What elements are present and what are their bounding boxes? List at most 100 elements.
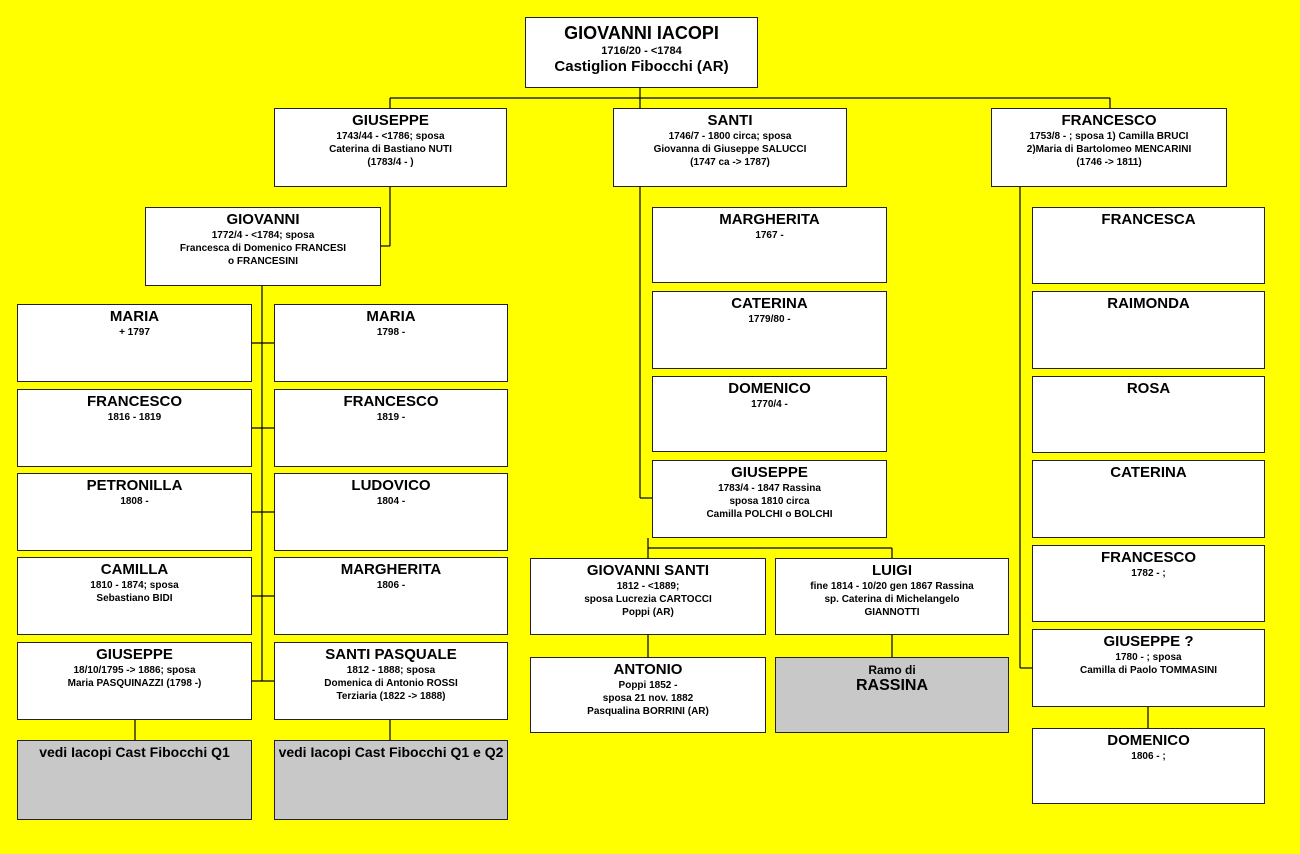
santi-name: SANTI bbox=[707, 112, 753, 129]
santi-line-2: Giovanna di Giuseppe SALUCCI bbox=[653, 144, 807, 155]
giovanni-line-1: 1772/4 - <1784; sposa bbox=[211, 230, 315, 241]
giovanni-santi-line-2: sposa Lucrezia CARTOCCI bbox=[584, 594, 712, 605]
ramo-line-2: RASSINA bbox=[855, 677, 928, 694]
giuseppe-line-1: 1743/44 - <1786; sposa bbox=[336, 131, 445, 142]
box-giuseppe-2: GIUSEPPE 1783/4 - 1847 Rassina sposa 181… bbox=[652, 460, 887, 538]
petronilla-name: PETRONILLA bbox=[86, 477, 183, 494]
antonio-line-1: Poppi 1852 - bbox=[618, 680, 678, 691]
root-dates: 1716/20 - <1784 bbox=[601, 45, 682, 57]
box-camilla: CAMILLA 1810 - 1874; sposa Sebastiano BI… bbox=[17, 557, 252, 635]
francesco-2-line-1: 1819 - bbox=[376, 412, 406, 423]
antonio-name: ANTONIO bbox=[613, 661, 683, 678]
luigi-line-1: fine 1814 - 10/20 gen 1867 Rassina bbox=[810, 581, 974, 592]
francesco-2-name: FRANCESCO bbox=[343, 393, 439, 410]
caterina-1-name: CATERINA bbox=[731, 295, 808, 312]
giuseppe-line-2: Caterina di Bastiano NUTI bbox=[329, 144, 452, 155]
giuseppe-3-line-2: Camilla di Paolo TOMMASINI bbox=[1079, 665, 1218, 676]
see-reference-q1-q2: vedi Iacopi Cast Fibocchi Q1 e Q2 bbox=[274, 740, 508, 820]
francesco-line-1: 1753/8 - ; sposa 1) Camilla BRUCI bbox=[1029, 131, 1189, 142]
see-reference-q1-q2-text: vedi Iacopi Cast Fibocchi Q1 e Q2 bbox=[278, 744, 504, 760]
ramo-line-1: Ramo di bbox=[868, 663, 916, 677]
margherita-2-name: MARGHERITA bbox=[719, 211, 820, 228]
box-antonio: ANTONIO Poppi 1852 - sposa 21 nov. 1882 … bbox=[530, 657, 766, 733]
giuseppe-3-line-1: 1780 - ; sposa bbox=[1115, 652, 1182, 663]
domenico-1-name: DOMENICO bbox=[728, 380, 811, 397]
giovanni-name: GIOVANNI bbox=[226, 211, 300, 228]
francesco-name: FRANCESCO bbox=[1061, 112, 1157, 129]
antonio-line-3: Pasqualina BORRINI (AR) bbox=[587, 706, 709, 717]
ludovico-name: LUDOVICO bbox=[351, 477, 431, 494]
box-margherita-2: MARGHERITA 1767 - bbox=[652, 207, 887, 283]
box-margherita-1: MARGHERITA 1806 - bbox=[274, 557, 508, 635]
giuseppe-2-line-2: sposa 1810 circa bbox=[729, 496, 810, 507]
margherita-2-line-1: 1767 - bbox=[755, 230, 784, 241]
root-name: GIOVANNI IACOPI bbox=[564, 23, 719, 43]
camilla-line-1: 1810 - 1874; sposa bbox=[90, 580, 179, 591]
santi-pasquale-line-2: Domenica di Antonio ROSSI bbox=[324, 678, 458, 689]
santi-line-1: 1746/7 - 1800 circa; sposa bbox=[668, 131, 792, 142]
maria-2-line-1: 1798 - bbox=[376, 327, 406, 338]
see-reference-q1: vedi Iacopi Cast Fibocchi Q1 bbox=[17, 740, 252, 820]
giovanni-santi-line-1: 1812 - <1889; bbox=[616, 581, 680, 592]
rosa-name: ROSA bbox=[1126, 380, 1171, 397]
ludovico-line-1: 1804 - bbox=[376, 496, 406, 507]
box-giuseppe-3: GIUSEPPE ? 1780 - ; sposa Camilla di Pao… bbox=[1032, 629, 1265, 707]
box-francesco-3: FRANCESCO 1782 - ; bbox=[1032, 545, 1265, 622]
giuseppe-1-line-1: 18/10/1795 -> 1886; sposa bbox=[73, 665, 196, 676]
giuseppe-1-name: GIUSEPPE bbox=[96, 646, 173, 663]
box-raimonda: RAIMONDA bbox=[1032, 291, 1265, 369]
caterina-1-line-1: 1779/80 - bbox=[748, 314, 791, 325]
box-domenico-1: DOMENICO 1770/4 - bbox=[652, 376, 887, 452]
santi-pasquale-line-3: Terziaria (1822 -> 1888) bbox=[336, 691, 446, 702]
box-francesco-2: FRANCESCO 1819 - bbox=[274, 389, 508, 467]
luigi-name: LUIGI bbox=[872, 562, 912, 579]
francesca-name: FRANCESCA bbox=[1101, 211, 1196, 228]
santi-pasquale-line-1: 1812 - 1888; sposa bbox=[346, 665, 436, 676]
luigi-line-2: sp. Caterina di Michelangelo bbox=[824, 594, 960, 605]
giovanni-line-2: Francesca di Domenico FRANCESI bbox=[179, 243, 347, 254]
domenico-2-name: DOMENICO bbox=[1107, 732, 1190, 749]
box-giuseppe-1: GIUSEPPE 18/10/1795 -> 1886; sposa Maria… bbox=[17, 642, 252, 720]
box-domenico-2: DOMENICO 1806 - ; bbox=[1032, 728, 1265, 804]
box-caterina-1: CATERINA 1779/80 - bbox=[652, 291, 887, 369]
box-maria-1: MARIA + 1797 bbox=[17, 304, 252, 382]
francesco-1-name: FRANCESCO bbox=[86, 393, 182, 410]
margherita-1-name: MARGHERITA bbox=[340, 561, 442, 578]
maria-2-name: MARIA bbox=[366, 308, 416, 325]
box-maria-2: MARIA 1798 - bbox=[274, 304, 508, 382]
luigi-line-3: GIANNOTTI bbox=[864, 607, 920, 618]
box-francesco: FRANCESCO 1753/8 - ; sposa 1) Camilla BR… bbox=[991, 108, 1227, 187]
box-caterina-2: CATERINA bbox=[1032, 460, 1265, 538]
box-luigi: LUIGI fine 1814 - 10/20 gen 1867 Rassina… bbox=[775, 558, 1009, 635]
box-ludovico: LUDOVICO 1804 - bbox=[274, 473, 508, 551]
antonio-line-2: sposa 21 nov. 1882 bbox=[602, 693, 694, 704]
domenico-2-line-1: 1806 - ; bbox=[1131, 751, 1166, 762]
francesco-3-name: FRANCESCO bbox=[1100, 549, 1196, 566]
francesco-line-3: (1746 -> 1811) bbox=[1076, 157, 1142, 168]
giuseppe-3-name: GIUSEPPE ? bbox=[1103, 633, 1194, 650]
caterina-2-name: CATERINA bbox=[1110, 464, 1187, 481]
raimonda-name: RAIMONDA bbox=[1107, 295, 1190, 312]
francesco-1-line-1: 1816 - 1819 bbox=[107, 412, 162, 423]
margherita-1-line-1: 1806 - bbox=[376, 580, 406, 591]
box-ramo-rassina: Ramo di RASSINA bbox=[775, 657, 1009, 733]
petronilla-line-1: 1808 - bbox=[120, 496, 149, 507]
santi-pasquale-name: SANTI PASQUALE bbox=[325, 646, 457, 663]
box-giovanni-santi: GIOVANNI SANTI 1812 - <1889; sposa Lucre… bbox=[530, 558, 766, 635]
giuseppe-1-line-2: Maria PASQUINAZZI (1798 -) bbox=[67, 678, 202, 689]
box-francesco-1: FRANCESCO 1816 - 1819 bbox=[17, 389, 252, 467]
box-giovanni-iacopi: GIOVANNI IACOPI 1716/20 - <1784 Castigli… bbox=[525, 17, 758, 88]
box-rosa: ROSA bbox=[1032, 376, 1265, 453]
camilla-name: CAMILLA bbox=[100, 561, 169, 578]
maria-1-name: MARIA bbox=[109, 308, 160, 325]
box-giuseppe: GIUSEPPE 1743/44 - <1786; sposa Caterina… bbox=[274, 108, 507, 187]
box-petronilla: PETRONILLA 1808 - bbox=[17, 473, 252, 551]
camilla-line-2: Sebastiano BIDI bbox=[96, 593, 173, 604]
giovanni-line-3: o FRANCESINI bbox=[228, 256, 298, 267]
giuseppe-line-3: (1783/4 - ) bbox=[367, 157, 414, 168]
giuseppe-2-name: GIUSEPPE bbox=[731, 464, 808, 481]
box-giovanni: GIOVANNI 1772/4 - <1784; sposa Francesca… bbox=[145, 207, 381, 286]
box-santi-pasquale: SANTI PASQUALE 1812 - 1888; sposa Domeni… bbox=[274, 642, 508, 720]
see-reference-q1-text: vedi Iacopi Cast Fibocchi Q1 bbox=[39, 744, 230, 760]
